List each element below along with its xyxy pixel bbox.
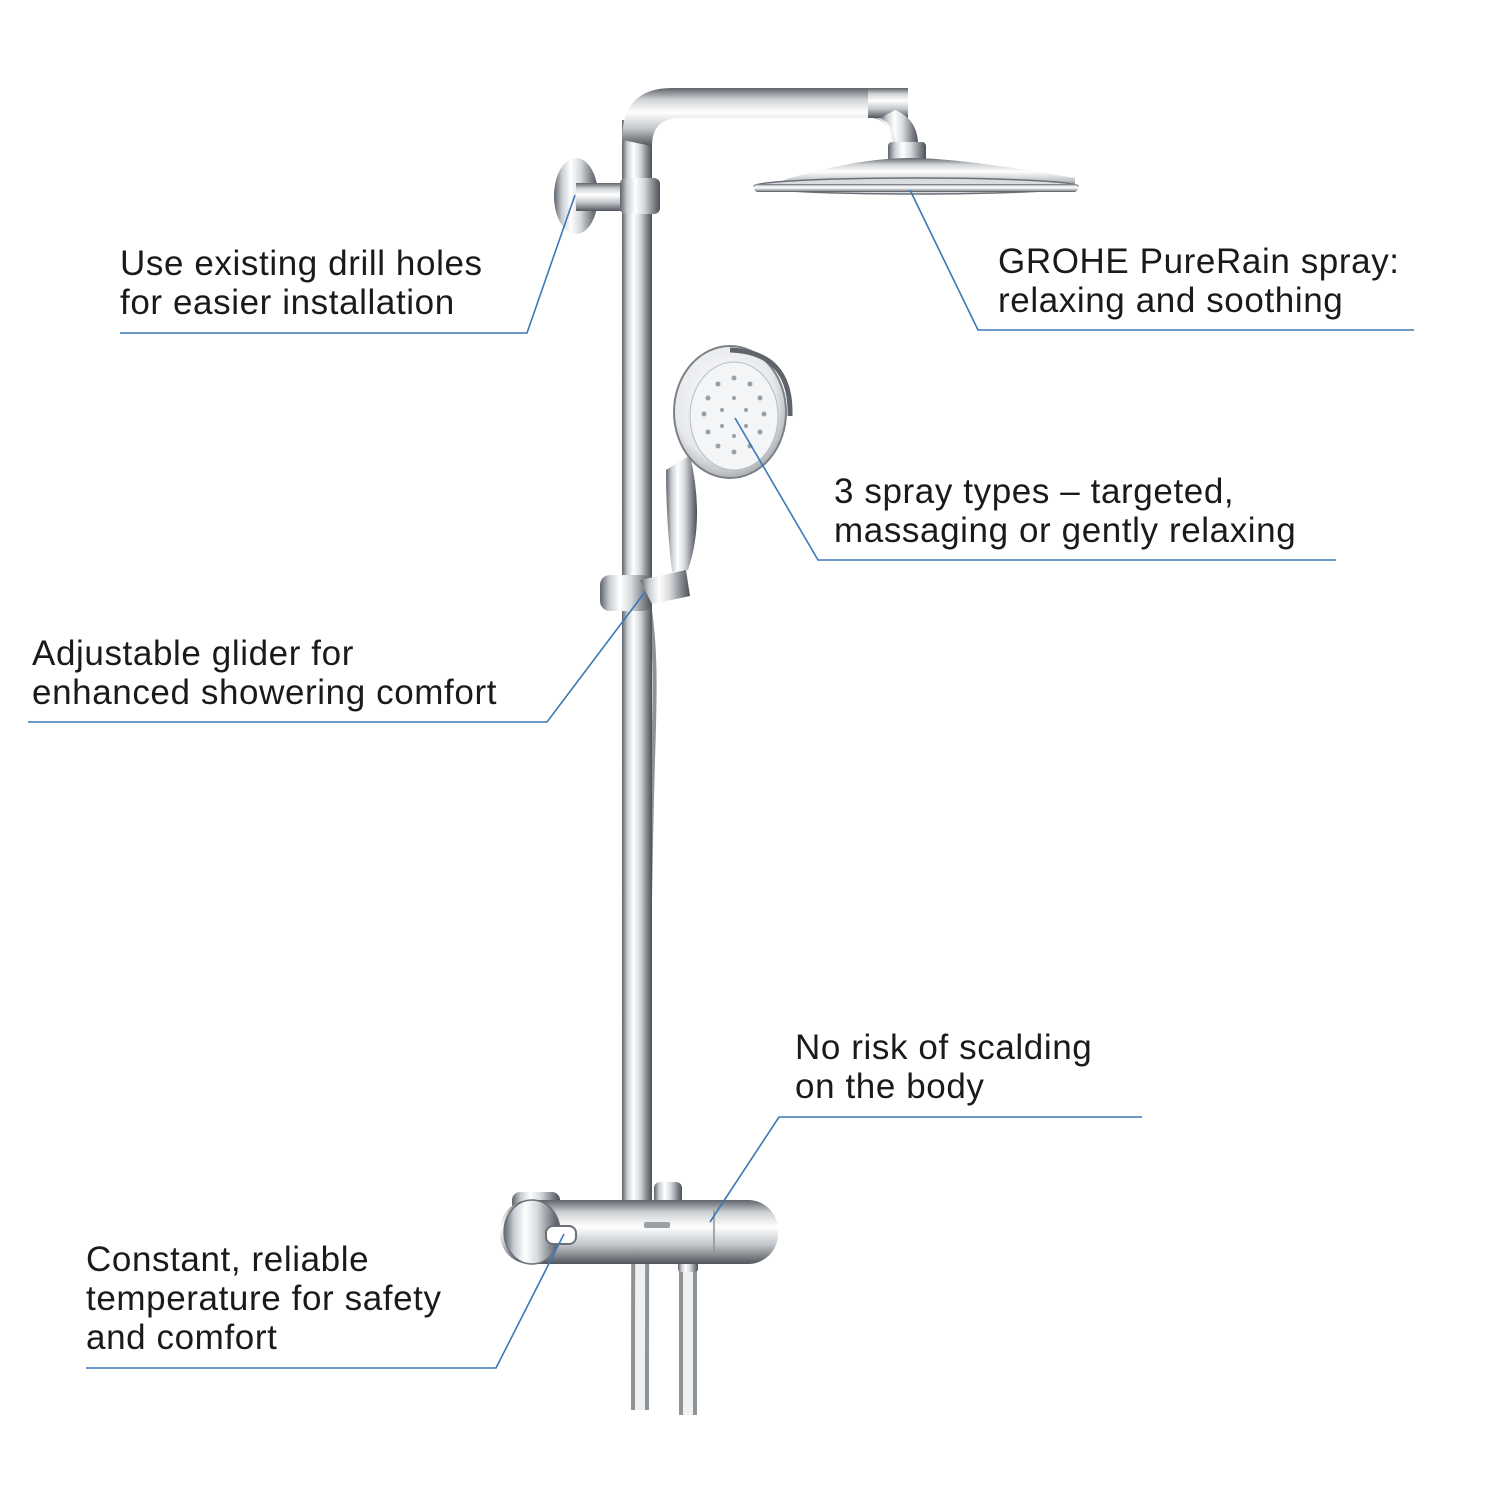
callout-glider-line-2: enhanced showering comfort bbox=[32, 673, 498, 712]
callout-scalding-line-1: No risk of scalding bbox=[795, 1028, 1093, 1067]
callout-spray-types-line-2: massaging or gently relaxing bbox=[834, 511, 1297, 550]
leader-line-drill-holes bbox=[120, 194, 576, 334]
leader-line-temperature bbox=[86, 1233, 565, 1369]
callout-glider-line-1: Adjustable glider for bbox=[32, 634, 354, 673]
leader-line-purerain bbox=[909, 189, 1414, 331]
callout-purerain: GROHE PureRain spray: relaxing and sooth… bbox=[998, 242, 1400, 320]
callout-spray-types-line-1: 3 spray types – targeted, bbox=[834, 472, 1235, 511]
glider bbox=[600, 570, 690, 611]
callout-spray-types: 3 spray types – targeted, massaging or g… bbox=[834, 472, 1296, 550]
hand-shower bbox=[666, 345, 793, 572]
leader-line-scalding bbox=[709, 1116, 1142, 1223]
head-shower bbox=[753, 142, 1079, 195]
callout-scalding: No risk of scalding on the body bbox=[795, 1028, 1092, 1106]
callout-drill-holes: Use existing drill holes for easier inst… bbox=[120, 244, 483, 322]
callout-scalding-line-2: on the body bbox=[795, 1067, 985, 1106]
callout-temperature: Constant, reliable temperature for safet… bbox=[86, 1240, 442, 1357]
callout-temperature-line-3: and comfort bbox=[86, 1318, 278, 1357]
callout-temperature-line-1: Constant, reliable bbox=[86, 1240, 370, 1279]
callout-temperature-line-2: temperature for safety bbox=[86, 1279, 442, 1318]
leader-line-glider bbox=[28, 591, 646, 723]
thermostat bbox=[500, 1182, 778, 1265]
callout-drill-holes-line-2: for easier installation bbox=[120, 283, 455, 322]
callout-purerain-line-1: GROHE PureRain spray: bbox=[998, 242, 1400, 281]
wall-bracket bbox=[554, 158, 660, 234]
callout-glider: Adjustable glider for enhanced showering… bbox=[32, 634, 497, 712]
leader-line-spray-types bbox=[734, 417, 1336, 561]
callout-drill-holes-line-1: Use existing drill holes bbox=[120, 244, 483, 283]
riser-pipe bbox=[622, 88, 919, 1220]
callout-purerain-line-2: relaxing and soothing bbox=[998, 281, 1344, 320]
